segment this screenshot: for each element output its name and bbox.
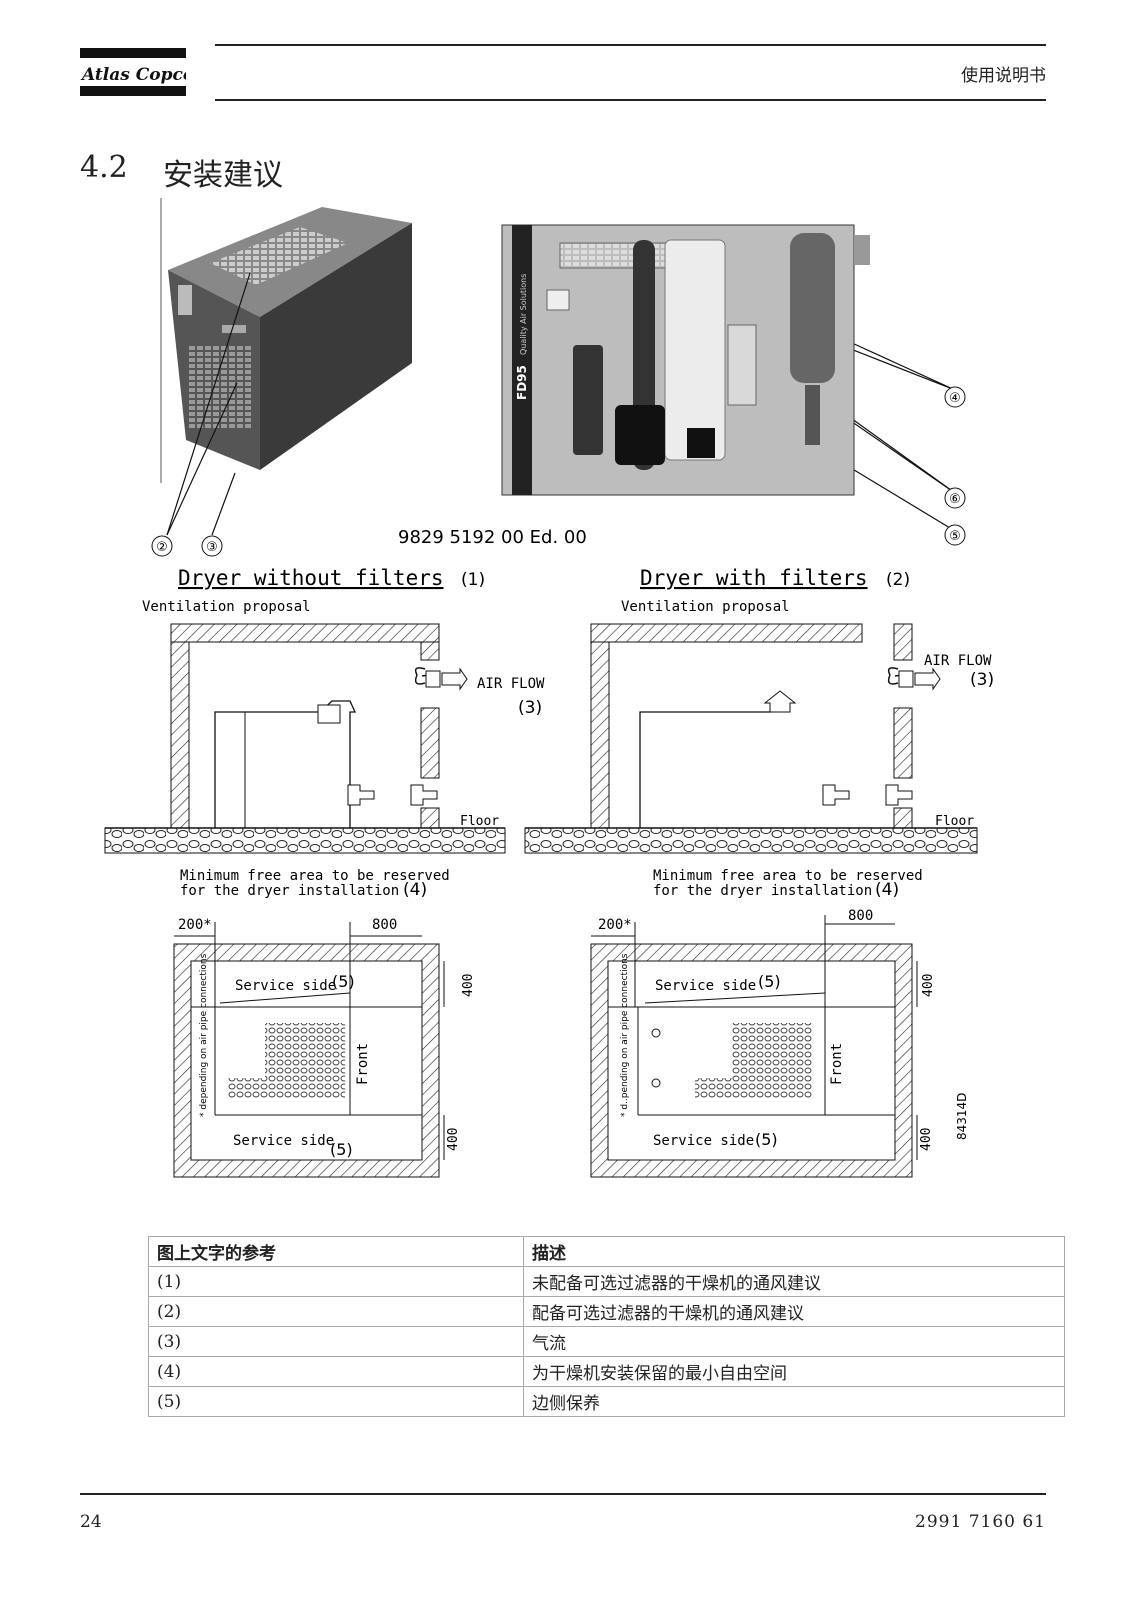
min-area-ref: (4) [403,880,427,900]
callout-circle [944,524,966,546]
service-ref-top: (5) [758,972,781,991]
table-cell: 气流 [523,1326,1065,1357]
document-title: 使用说明书 [961,66,1046,86]
table-cell: (5) [148,1386,524,1417]
table-row: (4) 为干燥机安装保留的最小自由空间 [148,1356,1065,1387]
callout-5: ⑤ [949,529,961,544]
table-cell: 边侧保养 [523,1386,1065,1417]
min-area-line2: for the dryer installation [180,883,399,899]
dim-top: 800 [372,917,397,933]
model-label: FD95 [515,365,529,400]
header-rule [215,44,1046,46]
header-rule [215,99,1046,101]
callout-circle [201,535,223,557]
dim-right-bottom: 400 [919,1128,934,1151]
reference-table: 图上文字的参考 描述 (1) 未配备可选过滤器的干燥机的通风建议 (2) 配备可… [148,1236,1065,1417]
service-side-bottom: Service side [233,1133,334,1149]
panel-without-filters: Dryer without filters (1) Ventilation pr… [104,566,545,1178]
dryer-interior-illustration: FD95 Quality Air Solutions [501,224,870,496]
footer-rule [80,1493,1046,1495]
edition-label: 9829 5192 00 Ed. 00 [398,527,587,548]
dim-left: 200* [598,917,632,933]
airflow-label: AIR FLOW [477,676,545,692]
table-header: 图上文字的参考 [148,1236,524,1267]
table-header-row: 图上文字的参考 描述 [148,1236,1065,1267]
pipe-note: * depending on air pipe connections [199,953,209,1117]
document-number: 2991 7160 61 [915,1512,1046,1532]
dim-right-top: 400 [921,974,936,997]
dim-right-top: 400 [461,974,476,997]
table-row: (3) 气流 [148,1326,1065,1357]
installation-figure: ② ③ ④ ⑥ ⑤ FD95 Quality Air Solutions 982… [104,198,994,1178]
panel-title: Dryer without filters [178,566,444,590]
min-area-line2: for the dryer installation [653,883,872,899]
airflow-ref: (3) [518,698,542,718]
atlas-copco-logo: Atlas Copco [80,48,186,96]
logo-text: Atlas Copco [80,65,186,85]
callout-circle [151,535,173,557]
callout-circle [944,386,966,408]
table-row: (2) 配备可选过滤器的干燥机的通风建议 [148,1296,1065,1327]
service-side-bottom: Service side [653,1133,754,1149]
panel-ref: (1) [461,570,485,590]
table-cell: 配备可选过滤器的干燥机的通风建议 [523,1296,1065,1327]
min-area-line1: Minimum free area to be reserved [180,868,450,884]
table-row: (1) 未配备可选过滤器的干燥机的通风建议 [148,1266,1065,1297]
dim-right-bottom: 400 [446,1128,461,1151]
table-header: 描述 [523,1236,1065,1267]
panel-ref: (2) [886,570,910,590]
airflow-label: AIR FLOW [924,653,992,669]
min-area-ref: (4) [875,880,899,900]
panel-with-filters: Dryer with filters (2) Ventilation propo… [524,566,994,1178]
callout-circle [944,487,966,509]
min-area-line1: Minimum free area to be reserved [653,868,923,884]
panel-title: Dryer with filters [640,566,868,590]
floor-label: Floor [935,814,974,829]
service-ref-bottom: (5) [755,1130,778,1149]
callout-3: ③ [206,540,218,555]
dim-left: 200* [178,917,212,933]
callout-4: ④ [949,391,961,406]
table-cell: (4) [148,1356,524,1387]
ventilation-label: Ventilation proposal [142,599,311,615]
section-number: 4.2 [80,150,128,185]
page-number: 24 [80,1512,102,1532]
brand-strip: Quality Air Solutions [519,274,528,355]
airflow-ref: (3) [970,670,994,690]
service-side-top: Service side [235,978,336,994]
pipe-note: * d..pending on air pipe connections [620,953,630,1117]
table-cell: 未配备可选过滤器的干燥机的通风建议 [523,1266,1065,1297]
service-ref-top: (5) [332,972,355,991]
callout-2: ② [156,540,168,555]
table-cell: (1) [148,1266,524,1297]
dim-top: 800 [848,908,873,924]
front-label: Front [355,1043,371,1085]
floor-label: Floor [460,814,499,829]
table-row: (5) 边侧保养 [148,1386,1065,1417]
dryer-exterior-illustration [160,198,412,483]
service-side-top: Service side [655,978,756,994]
table-cell: (2) [148,1296,524,1327]
section-title: 安装建议 [163,158,283,193]
drawing-code: 84314D [955,1093,969,1140]
table-cell: (3) [148,1326,524,1357]
callout-6: ⑥ [949,492,961,507]
table-cell: 为干燥机安装保留的最小自由空间 [523,1356,1065,1387]
service-ref-bottom: (5) [330,1140,353,1159]
front-label: Front [829,1043,845,1085]
ventilation-label: Ventilation proposal [621,599,790,615]
